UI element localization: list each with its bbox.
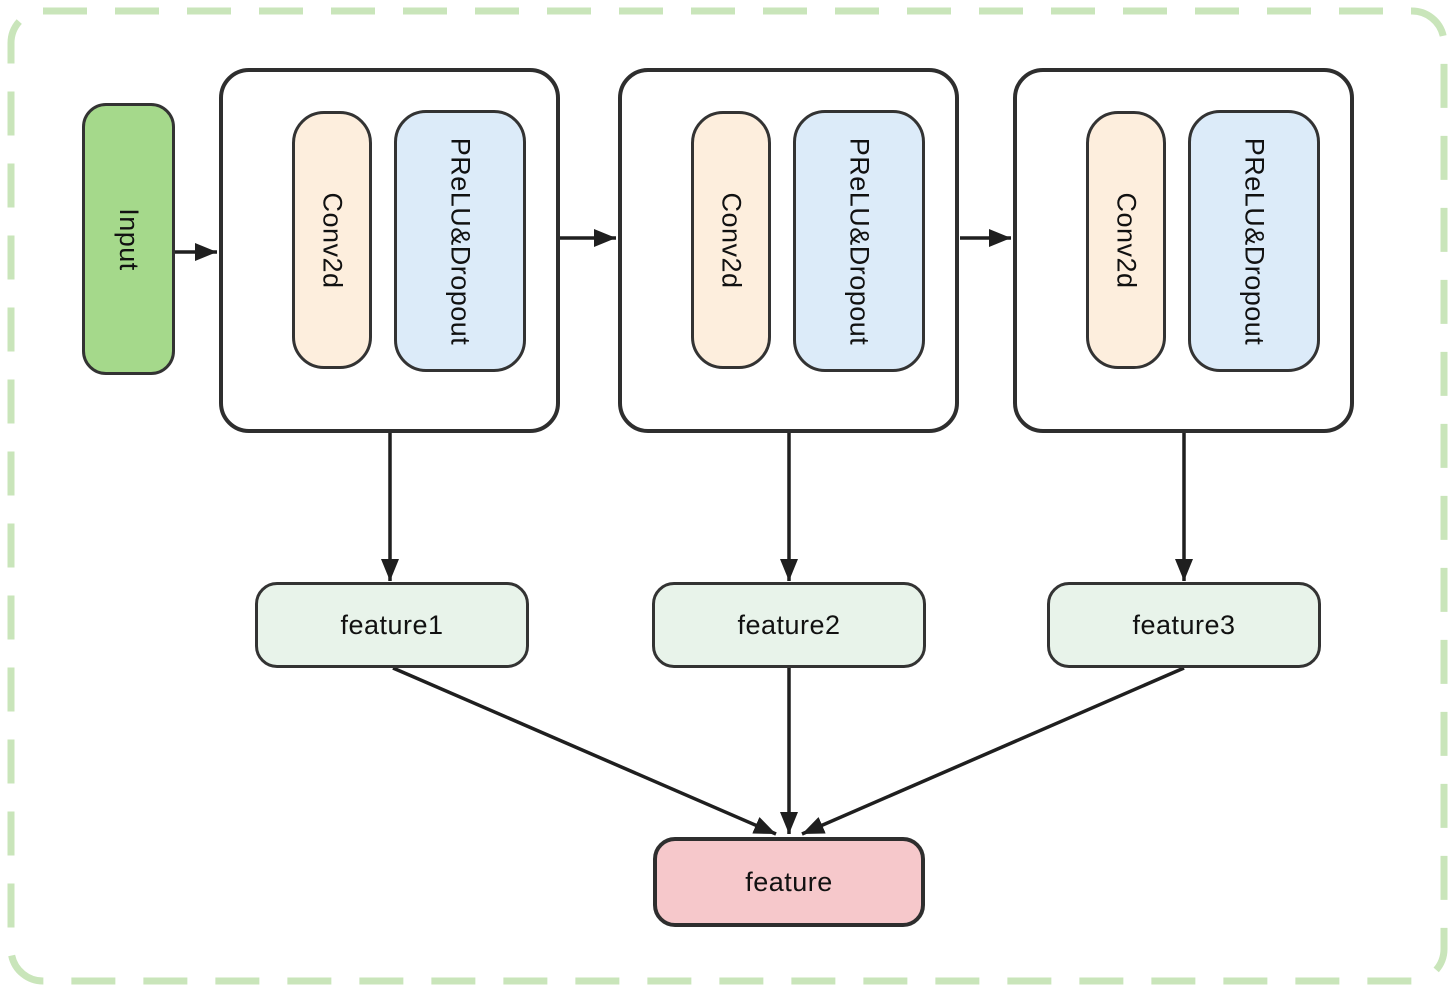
prelu-dropout-node-3: PReLU&Dropout [1188,110,1320,372]
conv2d-label-1: Conv2d [317,191,348,289]
conv-block-1: Conv2d PReLU&Dropout [219,68,560,433]
conv2d-label-3: Conv2d [1111,191,1142,289]
conv2d-node-2: Conv2d [691,111,771,369]
feature2-label: feature2 [737,609,841,640]
conv2d-node-1: Conv2d [292,111,372,369]
arrow-feature3-to-output [801,666,1185,836]
conv-block-2: Conv2d PReLU&Dropout [618,68,959,433]
prelu-dropout-label-3: PReLU&Dropout [1239,137,1270,345]
prelu-dropout-label-1: PReLU&Dropout [445,137,476,345]
feature1-node: feature1 [255,582,529,668]
feature2-node: feature2 [652,582,926,668]
feature-output-label: feature [745,866,833,897]
prelu-dropout-node-2: PReLU&Dropout [793,110,925,372]
outer-dashed-border [7,7,1448,985]
conv2d-label-2: Conv2d [716,191,747,289]
feature-output-node: feature [653,837,925,927]
prelu-dropout-node-1: PReLU&Dropout [394,110,526,372]
feature3-label: feature3 [1132,609,1236,640]
feature3-node: feature3 [1047,582,1321,668]
conv2d-node-3: Conv2d [1086,111,1166,369]
input-label: Input [114,207,144,271]
arrow-feature1-to-output [392,666,777,836]
prelu-dropout-label-2: PReLU&Dropout [844,137,875,345]
feature1-label: feature1 [340,609,444,640]
input-node: Input [82,103,175,375]
conv-block-3: Conv2d PReLU&Dropout [1013,68,1354,433]
